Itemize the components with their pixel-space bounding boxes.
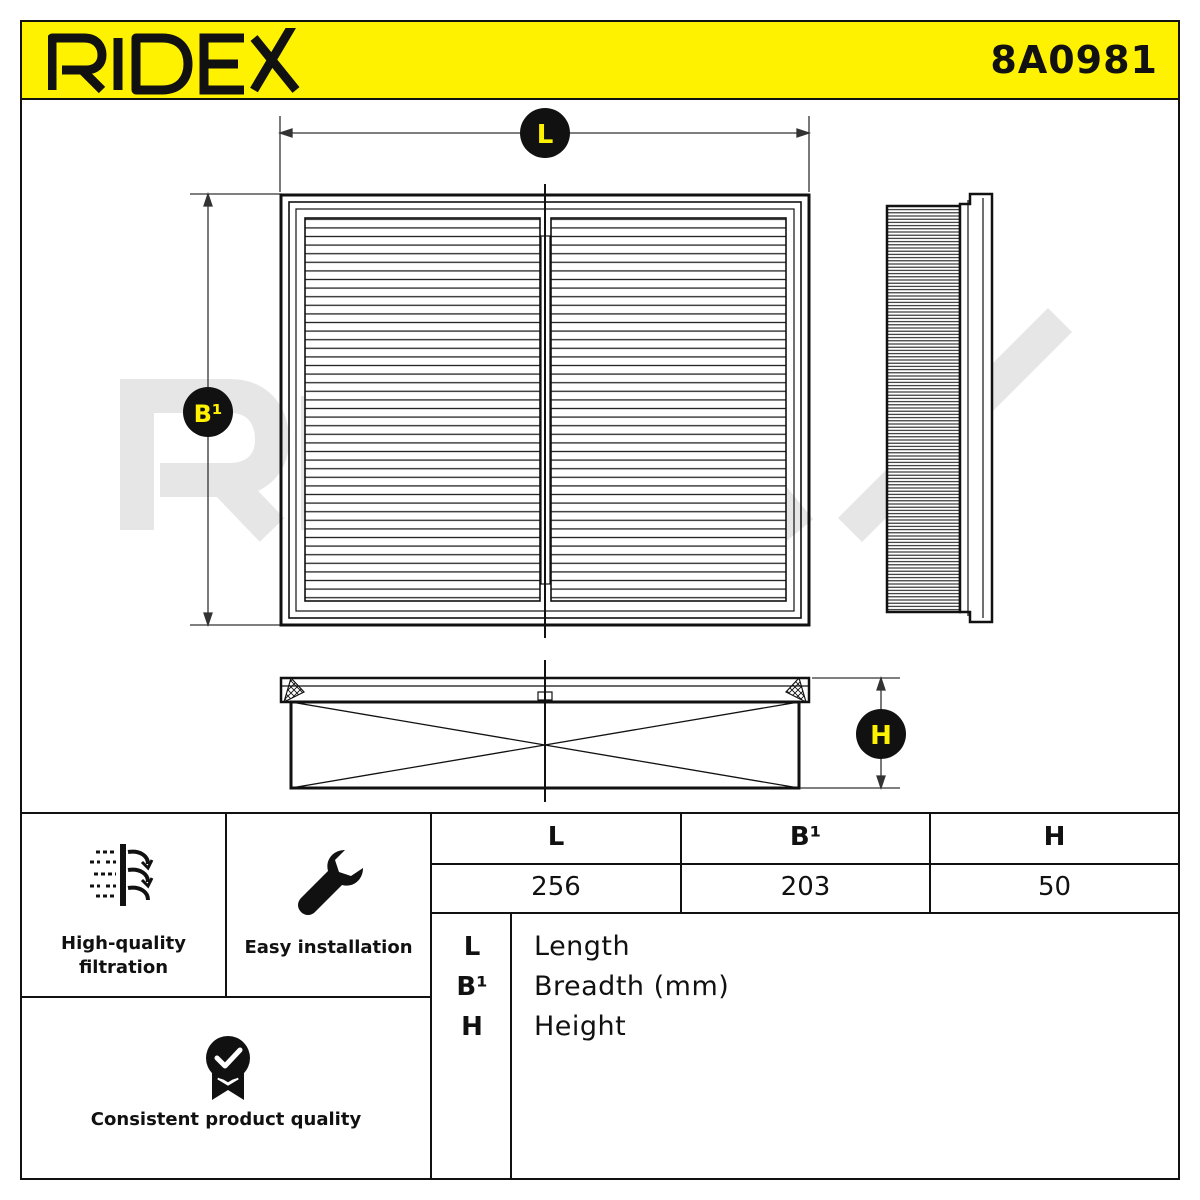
feature-quality-label: Consistent product quality — [90, 1109, 362, 1130]
header-breadth: B¹ — [789, 822, 822, 852]
header-height: H — [1043, 822, 1066, 852]
legend-key-length: L — [463, 932, 481, 962]
header-length: L — [547, 822, 565, 852]
wrench-icon — [298, 850, 363, 915]
legend-text-height: Height — [534, 1011, 627, 1042]
legend-key-height: H — [461, 1012, 483, 1042]
header-bar: 8A0981 — [20, 20, 1180, 100]
info-panel: High-quality filtration Easy installatio… — [20, 812, 1180, 1180]
article-code: 8A0981 — [990, 38, 1158, 82]
value-length: 256 — [531, 872, 581, 902]
legend-key-breadth: B¹ — [456, 972, 488, 1002]
feature-installation: Easy installation — [225, 812, 432, 998]
legend-text-breadth: Breadth (mm) — [534, 971, 730, 1002]
quality-badge-icon — [206, 1036, 250, 1100]
feature-filtration: High-quality filtration — [20, 812, 227, 998]
legend-table: L Length B¹ Breadth (mm) H Height — [430, 912, 1180, 1180]
dimensions-table: L B¹ H 256 203 50 — [430, 812, 1180, 914]
feature-quality: Consistent product quality — [20, 996, 432, 1180]
value-height: 50 — [1037, 872, 1072, 902]
legend-text-length: Length — [534, 931, 631, 962]
value-breadth: 203 — [780, 872, 831, 902]
feature-filtration-label: High-quality filtration — [61, 933, 186, 978]
feature-installation-label: Easy installation — [244, 937, 413, 958]
filtration-icon — [90, 844, 154, 906]
ridex-logo — [48, 28, 300, 95]
